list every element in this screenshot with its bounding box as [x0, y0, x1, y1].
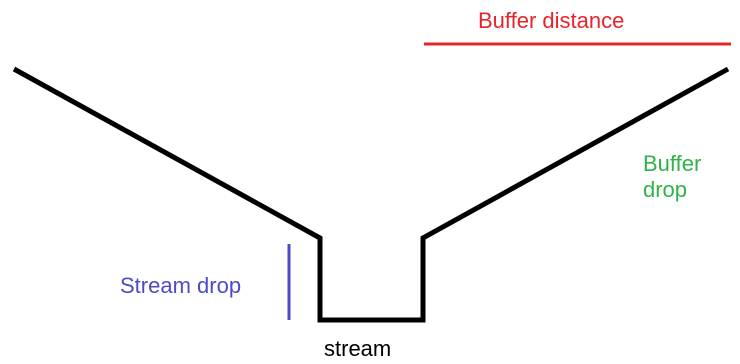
stream-label: stream: [324, 336, 392, 361]
buffer-drop-label-line1: Buffer: [643, 151, 702, 176]
terrain-profile-line: [12, 66, 730, 323]
buffer-drop-label-line2: drop: [643, 177, 688, 202]
buffer-drop-label: Buffer drop: [643, 151, 701, 203]
stream-drop-label: Stream drop: [120, 273, 242, 298]
buffer-distance-label: Buffer distance: [478, 8, 625, 33]
